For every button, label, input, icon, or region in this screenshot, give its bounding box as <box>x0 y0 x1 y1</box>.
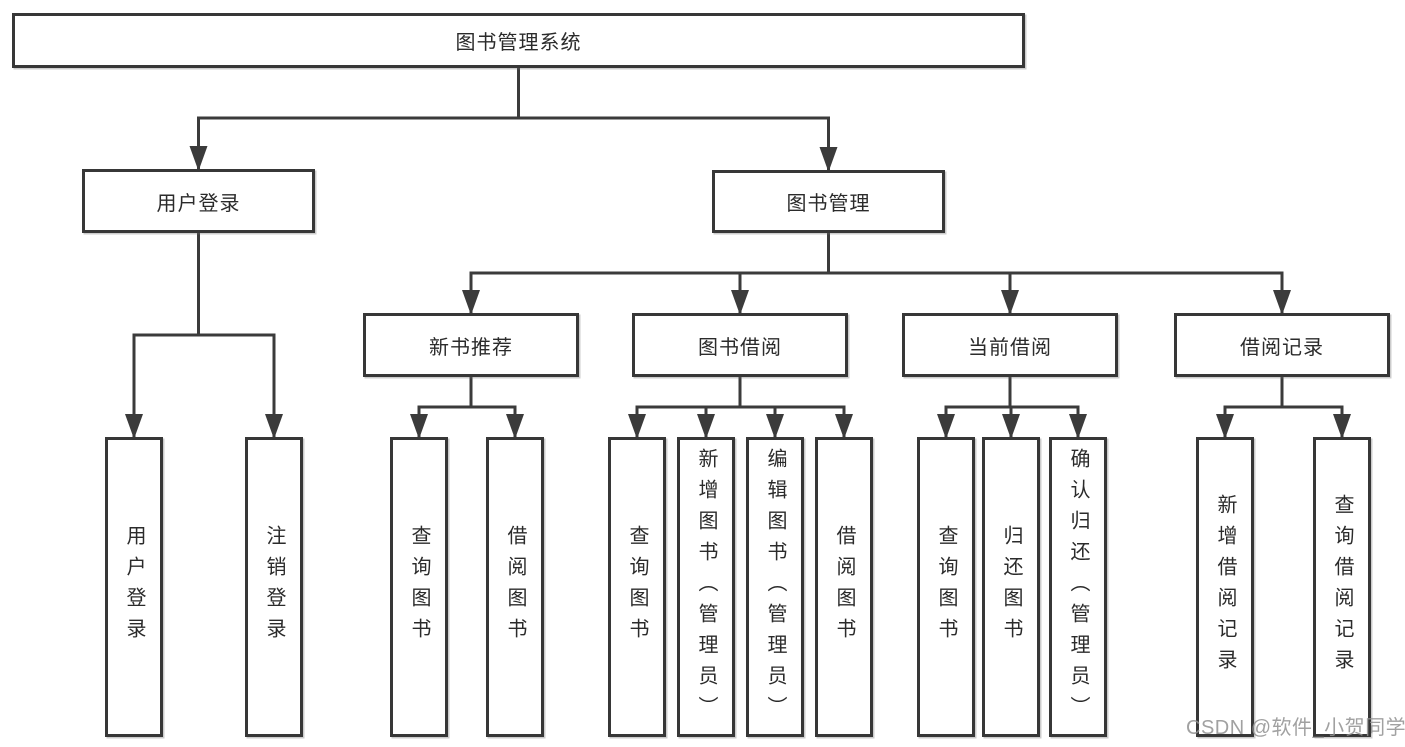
node-book-borrowing: 图书借阅 <box>632 313 848 377</box>
leaf-label: 确认归还（管理员） <box>1067 447 1089 727</box>
leaf-label: 借阅图书 <box>833 525 855 649</box>
leaf-current-confirm-return-admin: 确认归还（管理员） <box>1049 437 1107 737</box>
leaf-current-return-books: 归还图书 <box>982 437 1040 737</box>
leaf-label: 查询借阅记录 <box>1331 494 1353 680</box>
leaf-logout-login: 注销登录 <box>245 437 303 737</box>
leaf-records-query-record: 查询借阅记录 <box>1313 437 1371 737</box>
node-current-borrowing: 当前借阅 <box>902 313 1118 377</box>
node-label: 当前借阅 <box>968 336 1052 359</box>
node-label: 图书管理 <box>786 193 871 215</box>
leaf-label: 编辑图书（管理员） <box>764 447 786 727</box>
leaf-newbook-query-books: 查询图书 <box>390 437 448 737</box>
node-label: 用户登录 <box>156 192 241 215</box>
leaf-bookborrow-borrow-books: 借阅图书 <box>815 437 873 737</box>
node-borrowing-records: 借阅记录 <box>1174 313 1390 377</box>
node-library-management-system: 图书管理系统 <box>12 13 1025 68</box>
leaf-bookborrow-add-books-admin: 新增图书（管理员） <box>677 437 735 737</box>
leaf-label: 注销登录 <box>263 525 285 649</box>
leaf-records-add-record: 新增借阅记录 <box>1196 437 1254 737</box>
node-label: 图书管理系统 <box>455 32 582 54</box>
node-book-management: 图书管理 <box>712 170 945 233</box>
csdn-watermark: CSDN @软件_小贺同学 <box>1186 717 1405 739</box>
node-new-book-recommendation: 新书推荐 <box>363 313 579 377</box>
leaf-newbook-borrow-books: 借阅图书 <box>486 437 544 737</box>
node-user-login: 用户登录 <box>82 169 315 233</box>
node-label: 借阅记录 <box>1240 336 1324 359</box>
leaf-label: 新增借阅记录 <box>1214 494 1236 680</box>
node-label: 图书借阅 <box>698 336 782 359</box>
leaf-label: 用户登录 <box>123 525 145 649</box>
node-label: 新书推荐 <box>429 336 513 359</box>
leaf-label: 查询图书 <box>626 525 648 649</box>
leaf-current-query-books: 查询图书 <box>917 437 975 737</box>
leaf-label: 查询图书 <box>408 525 430 649</box>
leaf-bookborrow-edit-books-admin: 编辑图书（管理员） <box>746 437 804 737</box>
leaf-label: 借阅图书 <box>504 525 526 649</box>
leaf-user-login: 用户登录 <box>105 437 163 737</box>
leaf-label: 新增图书（管理员） <box>695 447 717 727</box>
leaf-label: 归还图书 <box>1000 525 1022 649</box>
leaf-label: 查询图书 <box>935 525 957 649</box>
leaf-bookborrow-query-books: 查询图书 <box>608 437 666 737</box>
